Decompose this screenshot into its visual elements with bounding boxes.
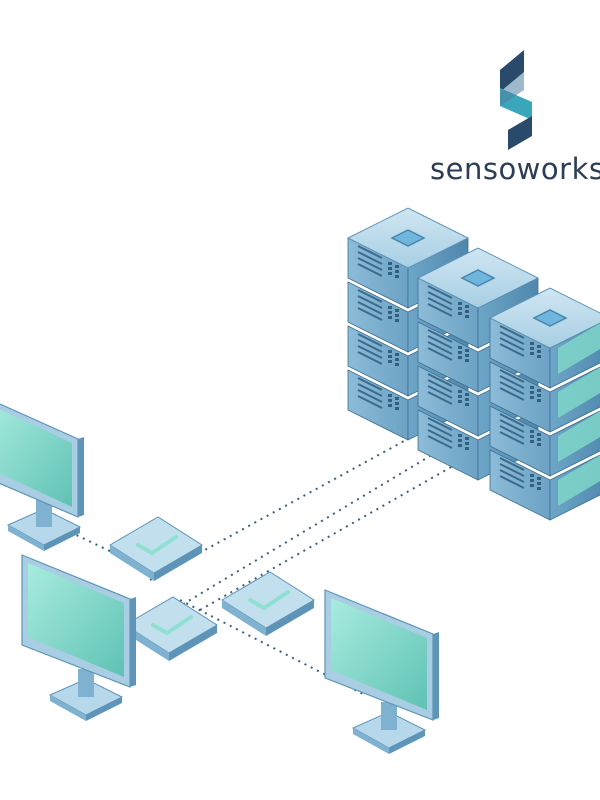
monitor-screen [0,409,72,507]
server-unit [489,361,600,433]
brand-name: sensoworks [430,152,600,186]
monitor-screen [28,563,124,677]
server-unit [489,405,600,477]
server-racks [346,207,600,521]
check-icon [136,535,178,556]
monitor-screen [331,598,427,710]
network-switches [109,516,315,661]
monitor [21,554,136,721]
brand: sensoworks [430,50,600,190]
check-icon [151,615,193,636]
sensoworks-logo-icon [500,50,532,150]
network-switch [124,596,218,661]
monitor [0,403,84,551]
workstation-monitors [0,403,439,754]
server-unit [489,317,600,389]
server-rack [488,287,600,521]
network-switch [221,571,315,636]
monitor [324,589,439,754]
server-unit [489,449,600,521]
check-icon [248,590,290,611]
network-switch [109,516,203,581]
